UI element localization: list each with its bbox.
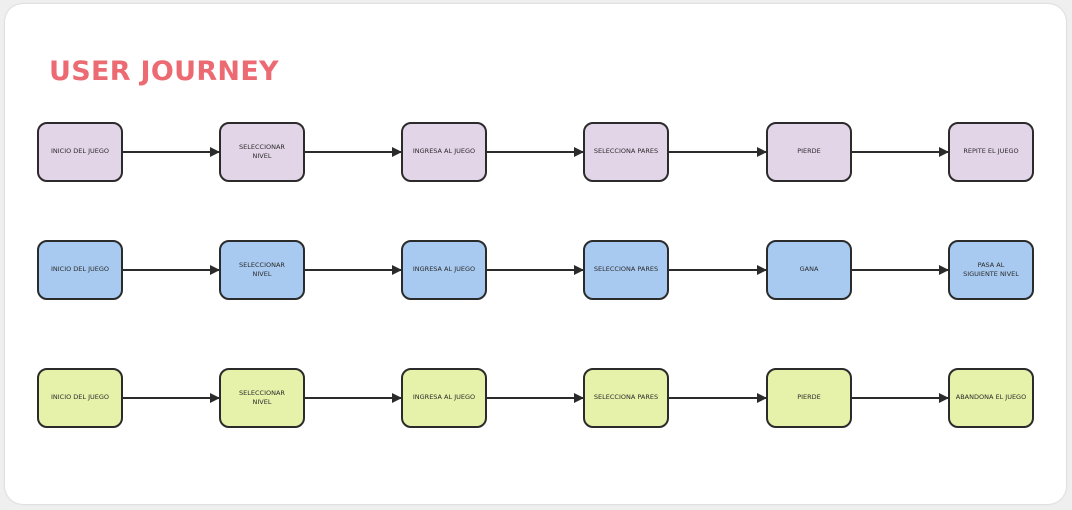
journey-step: SELECCIONA PARES bbox=[583, 240, 669, 300]
journey-step: SELECCIONA PARES bbox=[583, 122, 669, 182]
journey-step: INGRESA AL JUEGO bbox=[401, 122, 487, 182]
journey-step: INGRESA AL JUEGO bbox=[401, 368, 487, 428]
journey-canvas bbox=[5, 4, 1066, 504]
journey-step: ABANDONA EL JUEGO bbox=[948, 368, 1034, 428]
journey-step: INICIO DEL JUEGO bbox=[37, 368, 123, 428]
journey-step: PASA AL SIGUIENTE NIVEL bbox=[948, 240, 1034, 300]
journey-step: PIERDE bbox=[766, 368, 852, 428]
journey-step: SELECCIONA PARES bbox=[583, 368, 669, 428]
journey-step: SELECCIONAR NIVEL bbox=[219, 122, 305, 182]
journey-step: SELECCIONAR NIVEL bbox=[219, 368, 305, 428]
page-title: USER JOURNEY bbox=[49, 56, 279, 87]
journey-step: INICIO DEL JUEGO bbox=[37, 240, 123, 300]
journey-step: INICIO DEL JUEGO bbox=[37, 122, 123, 182]
journey-step: REPITE EL JUEGO bbox=[948, 122, 1034, 182]
journey-step: PIERDE bbox=[766, 122, 852, 182]
journey-step: SELECCIONAR NIVEL bbox=[219, 240, 305, 300]
journey-step: GANA bbox=[766, 240, 852, 300]
journey-step: INGRESA AL JUEGO bbox=[401, 240, 487, 300]
